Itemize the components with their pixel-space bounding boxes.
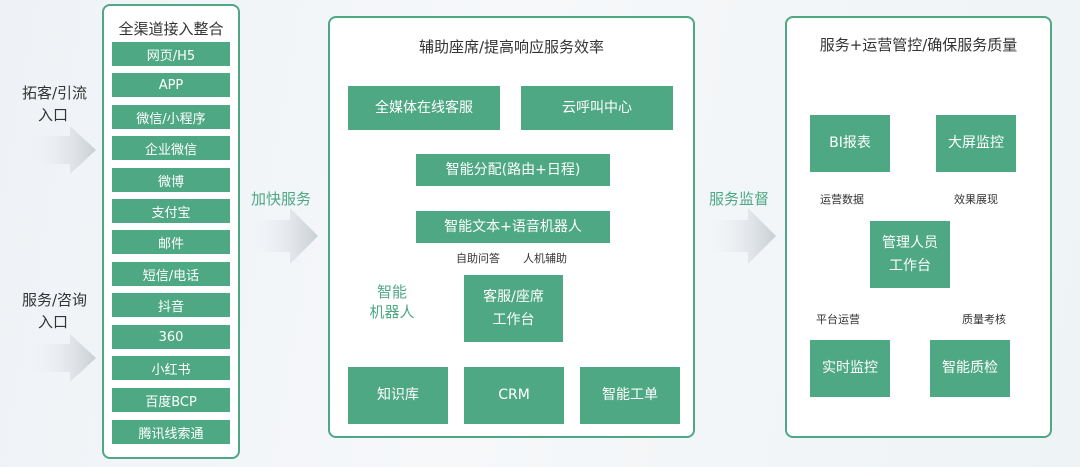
smart-robot-line2: 机器人 [369,303,415,321]
big-screen-box: 大屏监控 [936,115,1016,172]
entry-top: 拓客/引流 入口 [22,82,87,126]
manager-line2: 工作台 [889,257,931,274]
channel-email: 邮件 [112,230,230,254]
self-service-label: 自助问答 [456,252,500,265]
channel-wecom: 企业微信 [112,136,230,160]
workstation-line2: 工作台 [492,311,535,328]
omni-channel-box: 全媒体在线客服 [348,86,500,130]
crm-box: CRM [464,367,564,424]
cloud-call-box: 云呼叫中心 [521,86,673,130]
ops-title: 服务+运营管控/确保服务质量 [819,36,1018,54]
qc-box: 智能质检 [930,340,1010,397]
channel-sms: 短信/电话 [112,262,230,286]
channel-baidu: 百度BCP [112,388,230,412]
channel-douyin: 抖音 [112,293,230,317]
channel-xhs: 小红书 [112,356,230,380]
channel-tencent: 腾讯线索通 [112,420,230,444]
realtime-box: 实时监控 [810,340,890,397]
quality-label: 质量考核 [962,313,1006,326]
ticket-box: 智能工单 [580,367,680,424]
channel-app: APP [112,73,230,97]
ops-data-label: 运营数据 [820,193,864,206]
dispatch-box: 智能分配(路由+日程) [416,154,610,186]
entry-bottom: 服务/咨询 入口 [22,289,87,333]
entry-top-line2: 入口 [38,106,69,124]
assist-title: 辅助座席/提高响应服务效率 [418,38,605,56]
human-assist-label: 人机辅助 [523,252,567,265]
entry-arrow-top [30,126,96,174]
smart-robot-label: 智能 机器人 [356,282,428,322]
channel-alipay: 支付宝 [112,199,230,223]
workstation-box: 客服/座席 工作台 [464,275,563,342]
robot-box: 智能文本+语音机器人 [416,211,610,243]
workstation-line1: 客服/座席 [483,289,544,306]
entry-arrow-bottom [30,334,96,382]
effect-label: 效果展现 [954,193,998,206]
entry-bottom-line2: 入口 [38,313,69,331]
right-arrow [706,208,776,264]
label-supervision: 服务监督 [709,190,770,208]
bi-report-box: BI报表 [810,115,890,172]
channel-wechat: 微信/小程序 [112,105,230,129]
channels-title: 全渠道接入整合 [118,20,224,38]
manager-line1: 管理人员 [882,235,938,252]
entry-bottom-line1: 服务/咨询 [22,291,88,309]
smart-robot-line1: 智能 [376,283,407,301]
channel-360: 360 [112,325,230,349]
label-speed-up: 加快服务 [251,190,312,208]
entry-top-line1: 拓客/引流 [22,84,88,102]
manager-box: 管理人员 工作台 [870,221,950,288]
middle-arrow [248,208,318,264]
channel-weibo: 微博 [112,168,230,192]
channel-web: 网页/H5 [112,42,230,66]
platform-ops-label: 平台运营 [816,313,860,326]
kb-box: 知识库 [348,367,448,424]
